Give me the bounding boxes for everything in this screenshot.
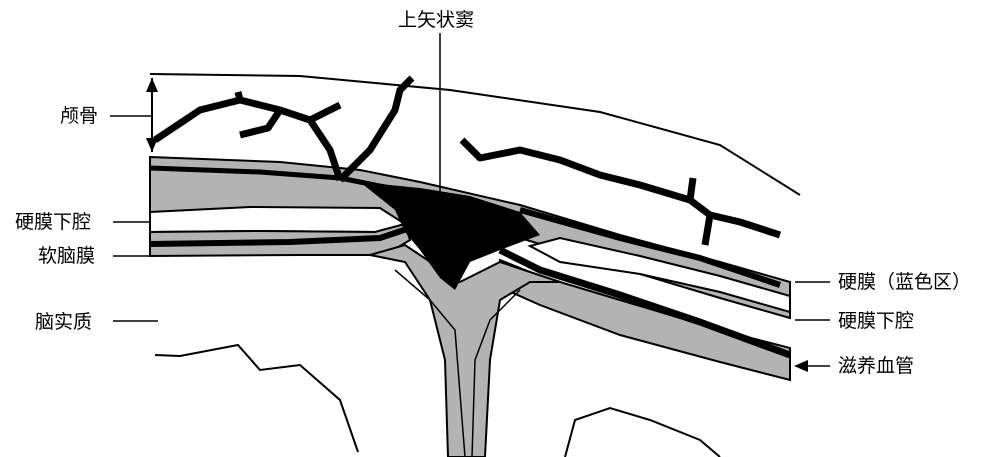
brain-surface-right bbox=[565, 408, 720, 457]
label-sagittal-sinus: 上矢状窦 bbox=[398, 9, 474, 31]
label-pia: 软脑膜 bbox=[38, 245, 95, 267]
label-brain: 脑实质 bbox=[35, 311, 92, 333]
falx-cerebri bbox=[370, 245, 560, 457]
label-subdural-left: 硬膜下腔 bbox=[15, 211, 91, 233]
skull-thickness-arrow bbox=[146, 78, 158, 152]
label-subdural-right: 硬膜下腔 bbox=[838, 310, 914, 332]
label-vessel: 滋养血管 bbox=[838, 355, 914, 377]
vessel-arrow bbox=[794, 360, 830, 372]
subdural-space-left bbox=[150, 207, 405, 232]
label-skull: 颅骨 bbox=[60, 105, 98, 127]
brain-surface-left bbox=[155, 345, 358, 452]
label-dura: 硬膜（蓝色区） bbox=[838, 271, 971, 293]
